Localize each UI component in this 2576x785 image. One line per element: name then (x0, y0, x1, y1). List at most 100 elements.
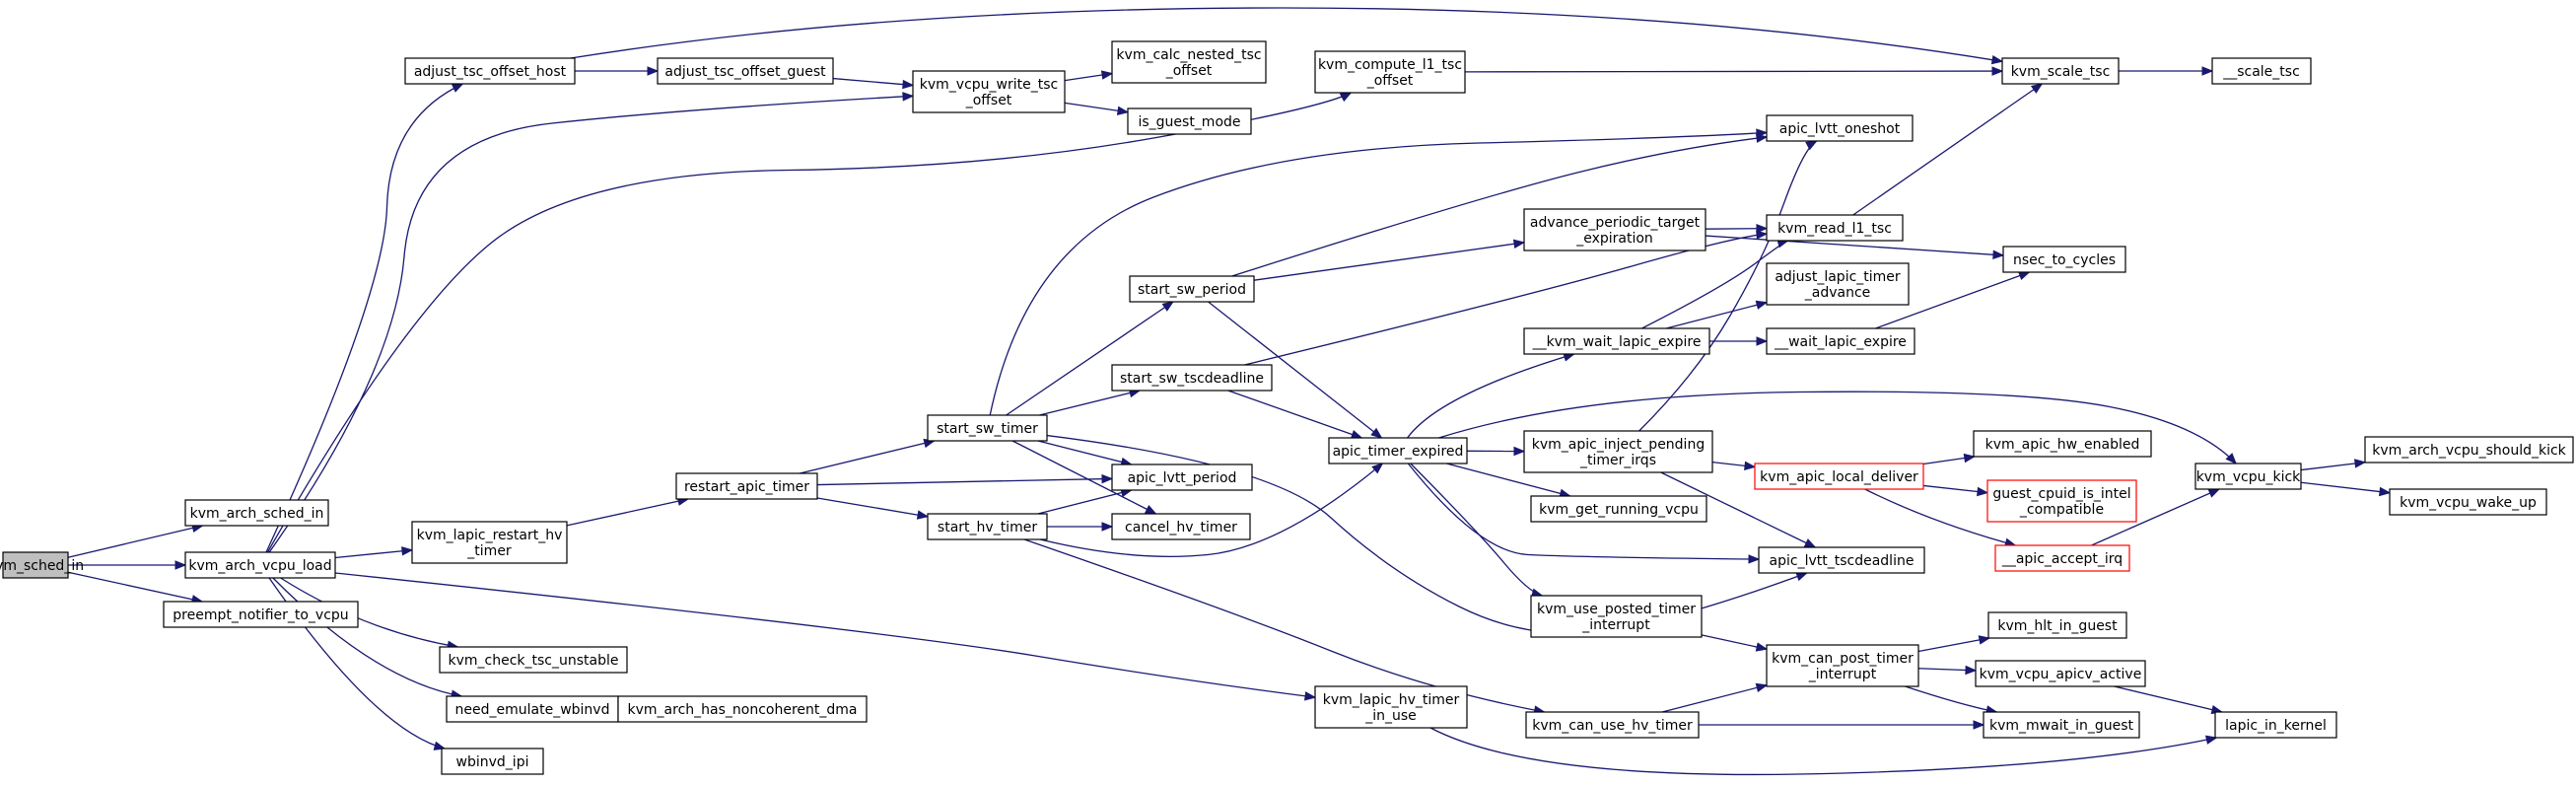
call-edge (1208, 301, 1383, 439)
node-wait-lapic-expire[interactable]: __wait_lapic_expire (1766, 327, 1915, 355)
node-kvm-arch-vcpu-should-kick[interactable]: kvm_arch_vcpu_should_kick (2364, 436, 2574, 464)
node-kvm-apic-hw-enabled[interactable]: kvm_apic_hw_enabled (1973, 430, 2152, 458)
node-apic-lvtt-period[interactable]: apic_lvtt_period (1111, 464, 1253, 491)
node-box (675, 472, 818, 500)
node-box (1314, 685, 1468, 729)
node-box (1973, 430, 2152, 458)
node-label: adjust_tsc_offset_guest (664, 64, 826, 80)
node-kvm-compute-l1-tsc-offset[interactable]: kvm_compute_l1_tsc_offset (1314, 50, 1466, 94)
node-kvm-get-running-vcpu[interactable]: kvm_get_running_vcpu (1530, 495, 1707, 523)
node-start-sw-period[interactable]: start_sw_period (1129, 275, 1255, 303)
node-box (446, 695, 619, 723)
node-apic-lvtt-oneshot[interactable]: apic_lvtt_oneshot (1766, 114, 1914, 142)
node-label: kvm_apic_inject_pending (1532, 437, 1705, 453)
node-need-emulate-wbinvd[interactable]: need_emulate_wbinvd (446, 695, 619, 723)
node-box (1983, 711, 2140, 739)
node-box (2194, 463, 2302, 490)
call-graph-nodes: kvm_sched_in kvm_arch_sched_in kvm_arch_vc… (0, 40, 2574, 775)
node-is-guest-mode[interactable]: is_guest_mode (1127, 107, 1252, 135)
node-scale-tsc[interactable]: __scale_tsc (2211, 57, 2312, 85)
node-box (1766, 644, 1919, 687)
node-box (1975, 660, 2146, 687)
node-apic-accept-irq[interactable]: __apic_accept_irq (1994, 544, 2130, 572)
node-box (1111, 364, 1273, 392)
node-label: is_guest_mode (1138, 114, 1240, 130)
node-apic-timer-expired[interactable]: apic_timer_expired (1328, 437, 1468, 464)
node-nsec-to-cycles[interactable]: nsec_to_cycles (2002, 246, 2126, 273)
node-box (1986, 479, 2137, 523)
node-kvm-check-tsc-unstable[interactable]: kvm_check_tsc_unstable (439, 646, 628, 674)
node-box (1766, 327, 1915, 355)
node-kvm-vcpu-kick[interactable]: kvm_vcpu_kick (2194, 463, 2302, 490)
node-restart-apic-timer[interactable]: restart_apic_timer (675, 472, 818, 500)
call-edge (1429, 727, 2218, 776)
node-kvm-mwait-in-guest[interactable]: kvm_mwait_in_guest (1983, 711, 2140, 739)
node-kvm-read-l1-tsc[interactable]: kvm_read_l1_tsc (1766, 214, 1904, 242)
arrowhead-icon (1756, 230, 1769, 240)
call-edge (1407, 463, 1761, 564)
node-box (2002, 246, 2126, 273)
node-start-sw-tscdeadline[interactable]: start_sw_tscdeadline (1111, 364, 1273, 392)
node-cancel-hv-timer[interactable]: cancel_hv_timer (1111, 513, 1251, 540)
node-kvm-arch-vcpu-load[interactable]: kvm_arch_vcpu_load (184, 551, 336, 579)
node-kvm-scale-tsc[interactable]: kvm_scale_tsc (2001, 57, 2120, 85)
node-kvm-vcpu-write-tsc-offset[interactable]: kvm_vcpu_write_tsc_offset (912, 70, 1066, 113)
node-kvm-use-posted-timer-interrupt[interactable]: kvm_use_posted_timer_interrupt (1530, 595, 1703, 638)
node-label: __kvm_wait_lapic_expire (1532, 334, 1702, 350)
node-box (1758, 546, 1925, 574)
arrowhead-icon (1756, 336, 1769, 346)
arrowhead-icon (1100, 70, 1114, 80)
arrowhead-icon (1805, 140, 1818, 151)
arrowhead-icon (2030, 83, 2044, 94)
arrowhead-icon (1963, 453, 1977, 464)
call-edge (1039, 388, 1142, 416)
node-box (2, 551, 69, 579)
node-kvm-arch-sched-in[interactable]: kvm_arch_sched_in (184, 499, 329, 527)
node-box (1111, 513, 1251, 540)
node-apic-lvtt-tscdeadline[interactable]: apic_lvtt_tscdeadline (1758, 546, 1925, 574)
node-kvm-can-use-hv-timer[interactable]: kvm_can_use_hv_timer (1525, 711, 1700, 739)
node-kvm-can-post-timer-interrupt[interactable]: kvm_can_post_timer_interrupt (1766, 644, 1919, 687)
node-preempt-notifier-to-vcpu[interactable]: preempt_notifier_to_vcpu (163, 601, 359, 628)
call-edge (1047, 522, 1114, 532)
node-box (163, 601, 359, 628)
node-kvm-apic-local-deliver[interactable]: kvm_apic_local_deliver (1754, 463, 1924, 490)
node-label: _offset (965, 93, 1012, 108)
call-edge (1917, 635, 1991, 653)
node-adjust-tsc-offset-guest[interactable]: adjust_tsc_offset_guest (657, 57, 834, 85)
node-lapic-in-kernel[interactable]: lapic_in_kernel (2214, 711, 2337, 739)
node-kvm-wait-lapic-expire[interactable]: __kvm_wait_lapic_expire (1523, 327, 1710, 355)
node-advance-periodic-target-expiration[interactable]: advance_periodic_target_expiration (1523, 208, 1706, 251)
node-box (1754, 463, 1924, 490)
arrowhead-icon (401, 546, 414, 556)
node-start-hv-timer[interactable]: start_hv_timer (927, 513, 1048, 540)
arrowhead-icon (174, 560, 187, 570)
node-guest-cpuid-is-intel-compatible[interactable]: guest_cpuid_is_intel_compatible (1986, 479, 2137, 523)
node-adjust-lapic-timer-advance[interactable]: adjust_lapic_timer_advance (1766, 262, 1910, 306)
node-kvm-calc-nested-tsc-offset[interactable]: kvm_calc_nested_tsc_offset (1111, 40, 1267, 84)
node-kvm-apic-inject-pending-timer-irqs[interactable]: kvm_apic_inject_pending_timer_irqs (1523, 430, 1713, 473)
arrowhead-icon (2225, 453, 2238, 464)
node-label: preempt_notifier_to_vcpu (173, 607, 348, 623)
node-box (1766, 214, 1904, 242)
node-wbinvd-ipi[interactable]: wbinvd_ipi (441, 748, 544, 775)
node-box (1111, 464, 1253, 491)
arrowhead-icon (1744, 461, 1757, 471)
node-kvm-lapic-restart-hv-timer[interactable]: kvm_lapic_restart_hv_timer (411, 521, 568, 564)
node-start-sw-timer[interactable]: start_sw_timer (927, 414, 1048, 442)
arrowhead-icon (1748, 554, 1761, 564)
call-edge (1666, 300, 1769, 329)
node-kvm-hlt-in-guest[interactable]: kvm_hlt_in_guest (1987, 611, 2127, 639)
call-edge (1037, 487, 1133, 515)
node-kvm-sched-in[interactable]: kvm_sched_in (0, 551, 84, 579)
node-kvm-lapic-hv-timer-in-use[interactable]: kvm_lapic_hv_timer_in_use (1314, 685, 1468, 729)
node-kvm-arch-has-noncoherent-dma[interactable]: kvm_arch_has_noncoherent_dma (617, 695, 868, 723)
node-kvm-vcpu-wake-up[interactable]: kvm_vcpu_wake_up (2389, 488, 2547, 516)
node-label: adjust_lapic_timer (1775, 269, 1901, 285)
call-edge (1661, 682, 1769, 713)
node-box (1766, 262, 1910, 306)
call-edge (1407, 352, 1575, 439)
node-adjust-tsc-offset-host[interactable]: adjust_tsc_offset_host (404, 57, 576, 85)
node-kvm-vcpu-apicv-active[interactable]: kvm_vcpu_apicv_active (1975, 660, 2146, 687)
call-edge (2119, 66, 2214, 76)
